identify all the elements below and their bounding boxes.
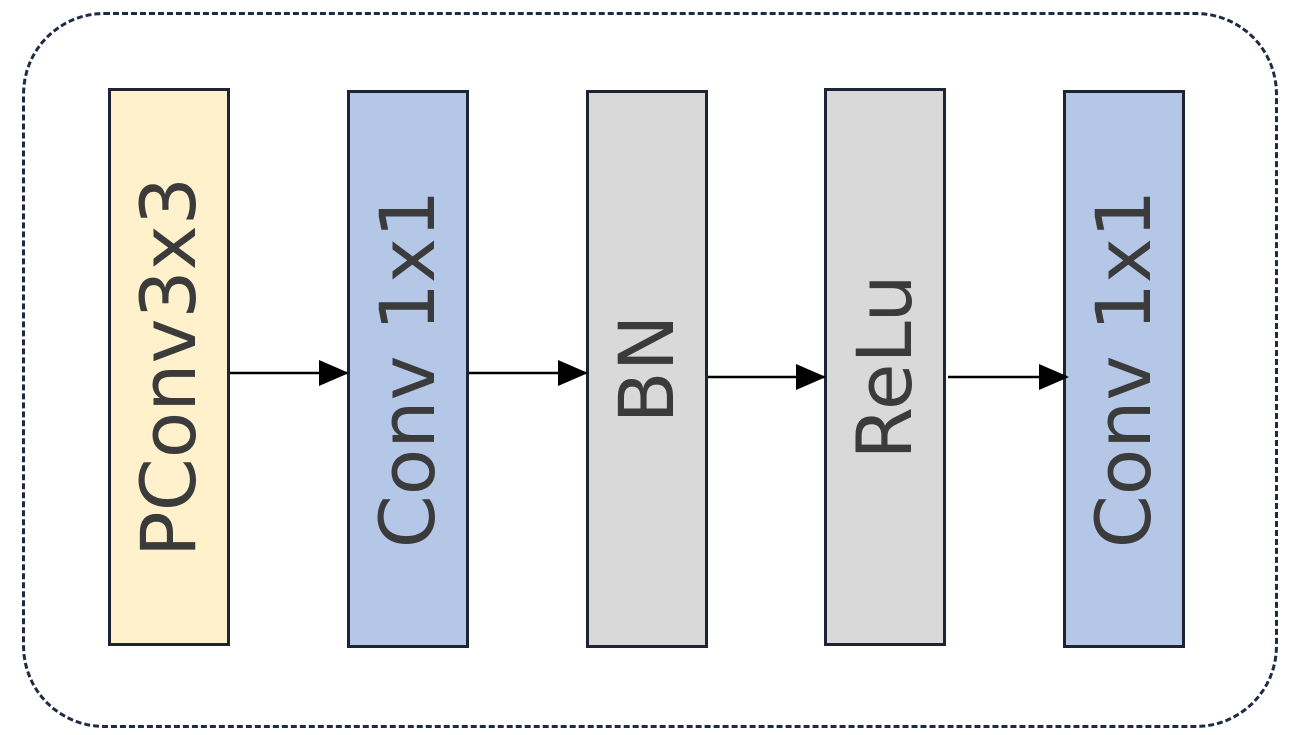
module-boundary-frame [22,12,1278,728]
relu-block: ReLu [824,88,946,646]
pconv3x3-block: PConv3x3 [108,88,230,646]
bn-block: BN [586,90,708,648]
